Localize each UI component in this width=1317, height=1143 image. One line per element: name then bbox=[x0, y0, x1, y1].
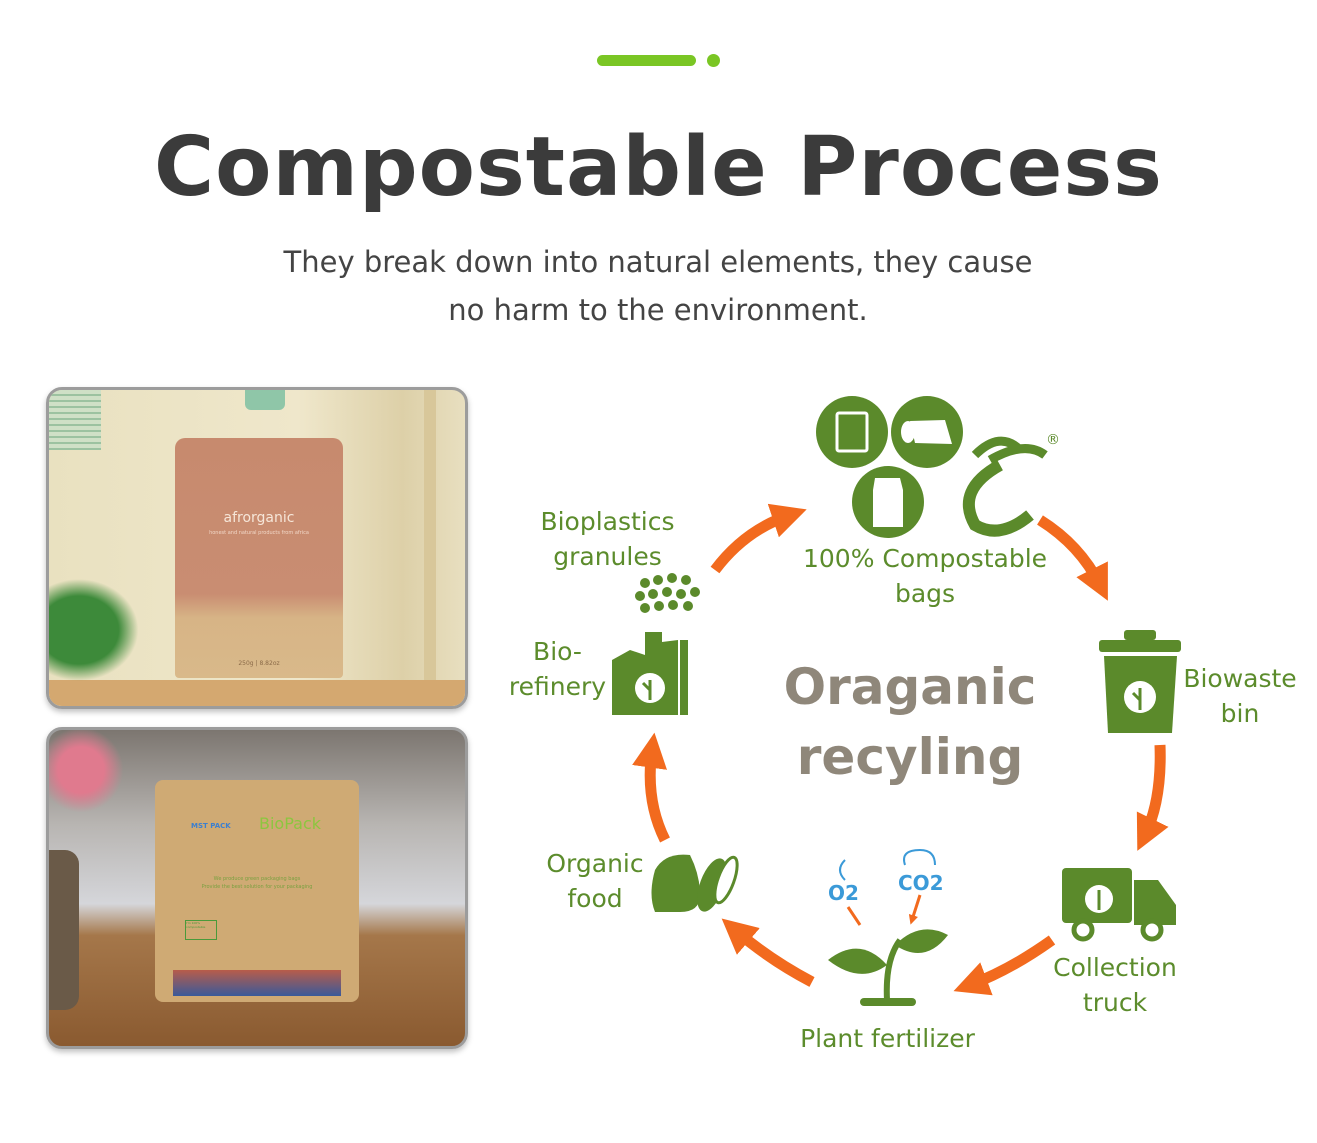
label-line: bin bbox=[1220, 699, 1260, 728]
arrow-bags-to-bin bbox=[1037, 515, 1108, 601]
wall-molding bbox=[424, 390, 436, 690]
step-organic-food-label: Organic food bbox=[535, 846, 655, 916]
arrow-plant-to-food bbox=[721, 918, 815, 987]
page-subtitle: They break down into natural elements, t… bbox=[258, 238, 1058, 334]
accent-bar bbox=[597, 55, 696, 66]
label-line: bags bbox=[894, 579, 956, 608]
pouch-illustration bbox=[173, 970, 341, 996]
label-line: Organic bbox=[546, 849, 644, 878]
center-line-1: Oraganic bbox=[783, 658, 1037, 716]
plant-sprout-icon bbox=[828, 848, 948, 1006]
arrow-food-to-refinery bbox=[632, 732, 670, 843]
pouch-brand-mst: MST PACK bbox=[191, 822, 231, 830]
biowaste-bin-icon bbox=[1099, 630, 1181, 733]
subtitle-line-1: They break down into natural elements, t… bbox=[283, 245, 1033, 279]
page-title: Compostable Process bbox=[153, 120, 1163, 215]
step-compostable-bags-label: 100% Compostable bags bbox=[790, 541, 1060, 611]
arrow-bin-to-truck bbox=[1136, 744, 1169, 851]
label-line: 100% Compostable bbox=[802, 544, 1048, 573]
label-line: Bio- bbox=[533, 637, 582, 666]
pouch-text-1: We produce green packaging bags bbox=[213, 876, 301, 882]
arrow-truck-to-plant bbox=[953, 935, 1056, 996]
step-biorefinery-label: Bio- refinery bbox=[500, 634, 615, 704]
lily-flowers bbox=[49, 730, 129, 830]
compostable-badge: I'm 100% compostable bbox=[185, 920, 217, 940]
co2-label: CO2 bbox=[898, 871, 944, 895]
organic-food-sack-icon bbox=[651, 854, 739, 912]
product-photo-afrorganic: afrorganic honest and natural products f… bbox=[46, 387, 468, 709]
granules-icon bbox=[635, 573, 700, 613]
subtitle-line-2: no harm to the environment. bbox=[448, 293, 868, 327]
compostable-bags-icon: ® bbox=[816, 396, 1060, 538]
step-biowaste-bin-label: Biowaste bin bbox=[1170, 661, 1310, 731]
label-line: granules bbox=[553, 542, 662, 571]
step-bioplastics-granules-label: Bioplastics granules bbox=[530, 504, 685, 574]
plant bbox=[49, 570, 149, 690]
pouch-biopack: MST PACK BioPack We produce green packag… bbox=[155, 780, 359, 1002]
center-line-2: recyling bbox=[796, 728, 1024, 786]
accent-dot bbox=[707, 54, 720, 67]
wall-art bbox=[49, 390, 101, 450]
biorefinery-factory-icon bbox=[612, 632, 688, 715]
arrow-granules-to-bags bbox=[710, 503, 807, 574]
pouch-text-2: Provide the best solution for your packa… bbox=[201, 884, 313, 890]
wall-hook bbox=[245, 390, 285, 410]
diagram-center-title: Oraganic recyling bbox=[760, 652, 1060, 792]
vase bbox=[49, 850, 79, 1010]
pouch-brand-biopack: BioPack bbox=[259, 814, 322, 833]
step-collection-truck-label: Collection truck bbox=[1040, 950, 1190, 1020]
label-line: Plant fertilizer bbox=[800, 1024, 975, 1053]
label-line: Bioplastics bbox=[540, 507, 675, 536]
o2-label: O2 bbox=[828, 881, 859, 905]
collection-truck-icon bbox=[1062, 868, 1176, 942]
pouch-brand: afrorganic bbox=[223, 510, 295, 526]
pouch-weight: 250g | 8.82oz bbox=[238, 660, 280, 667]
product-photo-biopack: MST PACK BioPack We produce green packag… bbox=[46, 727, 468, 1049]
label-line: Collection bbox=[1053, 953, 1177, 982]
pouch-afrorganic: afrorganic honest and natural products f… bbox=[175, 438, 343, 678]
label-line: truck bbox=[1082, 988, 1148, 1017]
label-line: Biowaste bbox=[1183, 664, 1297, 693]
step-plant-fertilizer-label: Plant fertilizer bbox=[780, 1021, 995, 1056]
svg-text:®: ® bbox=[1046, 432, 1060, 448]
label-line: refinery bbox=[508, 672, 607, 701]
pouch-tagline: honest and natural products from africa bbox=[209, 530, 309, 536]
label-line: food bbox=[567, 884, 623, 913]
